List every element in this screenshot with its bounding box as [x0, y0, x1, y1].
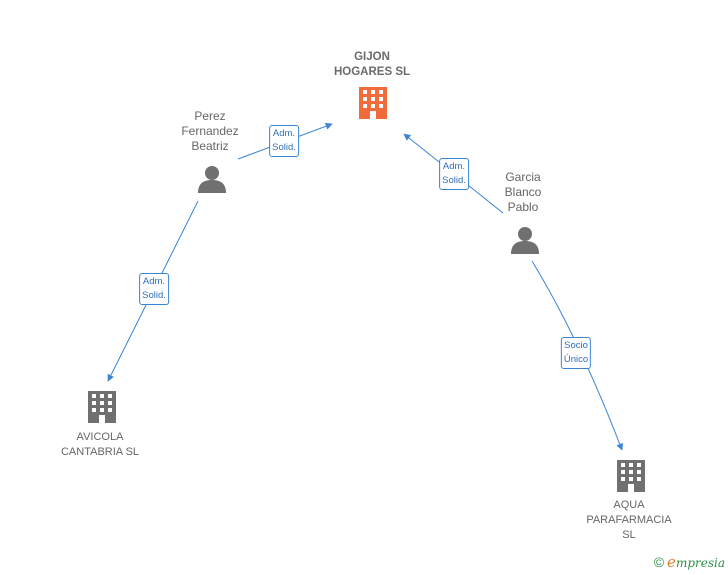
person-label-perez[interactable]: Perez Fernandez Beatriz: [181, 109, 239, 153]
person-label-garcia[interactable]: Garcia Blanco Pablo: [504, 170, 542, 214]
person-icon: [511, 227, 539, 254]
company-label-avicola[interactable]: AVICOLA CANTABRIA SL: [60, 431, 140, 458]
person-icon: [198, 166, 226, 193]
building-icon: [617, 460, 645, 492]
edge-label-garcia-gijon: Adm. Solid.: [439, 158, 469, 190]
edge-label-perez-avicola: Adm. Solid.: [139, 273, 169, 305]
building-icon: [88, 391, 116, 423]
brand-logo[interactable]: empresia: [667, 553, 725, 571]
company-label-aqua[interactable]: AQUA PARAFARMACIA SL: [586, 499, 672, 541]
building-icon: [359, 87, 387, 119]
company-label-gijon[interactable]: GIJON HOGARES SL: [333, 51, 411, 78]
edge-label-perez-gijon: Adm. Solid.: [269, 125, 299, 157]
edge-label-garcia-aqua: Socio Único: [560, 337, 592, 369]
copyright-icon: ©: [653, 554, 665, 570]
footer-brand: © empresia: [654, 553, 725, 571]
